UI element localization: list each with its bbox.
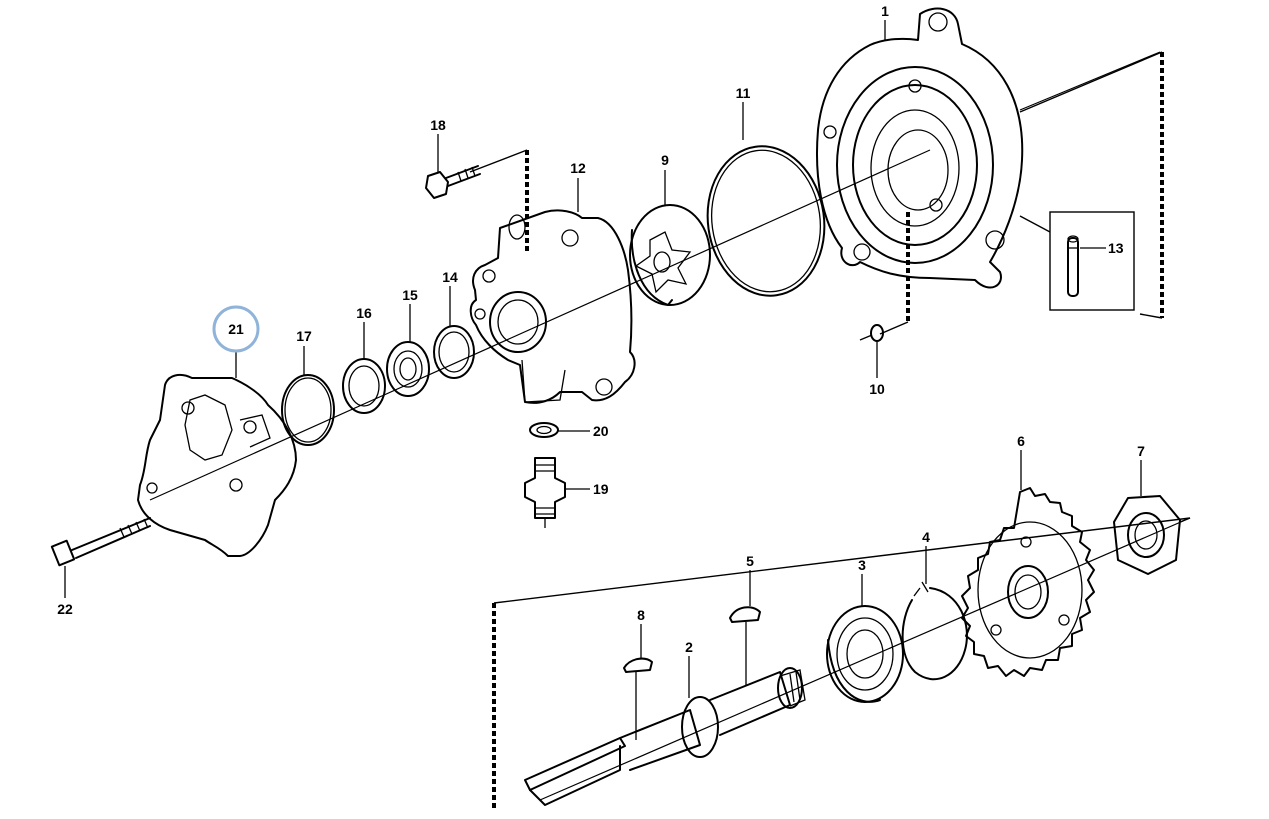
nipple-part bbox=[524, 457, 566, 528]
leader-lines bbox=[64, 20, 1142, 698]
dowel-pin-13-box bbox=[1019, 211, 1135, 311]
callout-8[interactable]: 8 bbox=[637, 607, 645, 623]
nut-part bbox=[1113, 495, 1191, 575]
callout-16[interactable]: 16 bbox=[356, 305, 372, 321]
callout-2[interactable]: 2 bbox=[685, 639, 693, 655]
o-ring-17-part bbox=[281, 374, 335, 446]
callout-18[interactable]: 18 bbox=[430, 117, 446, 133]
callout-labels: 1 11 9 12 18 14 15 16 17 21 22 10 13 20 … bbox=[57, 3, 1145, 655]
callout-14[interactable]: 14 bbox=[442, 269, 458, 285]
callout-6[interactable]: 6 bbox=[1017, 433, 1025, 449]
assembly-axis-upper bbox=[149, 149, 931, 501]
circlip-part bbox=[901, 581, 968, 681]
callout-9[interactable]: 9 bbox=[661, 152, 669, 168]
callout-11[interactable]: 11 bbox=[736, 85, 751, 101]
callout-3[interactable]: 3 bbox=[858, 557, 866, 573]
drive-shaft-part bbox=[524, 667, 806, 806]
callout-12[interactable]: 12 bbox=[570, 160, 586, 176]
callout-20[interactable]: 20 bbox=[593, 423, 609, 439]
callout-15[interactable]: 15 bbox=[402, 287, 418, 303]
seal-ring-14-part bbox=[433, 325, 475, 379]
pump-body-part bbox=[469, 209, 636, 404]
callout-22[interactable]: 22 bbox=[57, 601, 73, 617]
ball-bearing-part bbox=[826, 605, 904, 703]
key-8-part bbox=[623, 657, 653, 740]
screw-22-part bbox=[50, 517, 151, 567]
callout-5[interactable]: 5 bbox=[746, 553, 754, 569]
o-ring-large-part bbox=[706, 145, 826, 297]
key-5-part bbox=[729, 606, 761, 686]
callout-1[interactable]: 1 bbox=[881, 3, 889, 19]
callout-7[interactable]: 7 bbox=[1137, 443, 1145, 459]
callout-19[interactable]: 19 bbox=[593, 481, 609, 497]
housing-cover-part bbox=[816, 7, 1024, 289]
end-cover-part bbox=[137, 373, 297, 557]
rotor-part bbox=[629, 204, 711, 306]
lower-group-frame bbox=[492, 517, 1191, 810]
washer-part bbox=[529, 422, 559, 438]
callout-4[interactable]: 4 bbox=[922, 529, 930, 545]
bolt-18-part bbox=[425, 165, 481, 199]
assembly-axis-upper-ext bbox=[1019, 51, 1161, 111]
upper-group-frame bbox=[469, 51, 1164, 335]
pin-10-part bbox=[859, 324, 884, 342]
callout-10[interactable]: 10 bbox=[869, 381, 885, 397]
bearing-15-part bbox=[386, 341, 430, 397]
assembly-axis-lower bbox=[539, 517, 1191, 801]
callout-13[interactable]: 13 bbox=[1108, 240, 1124, 256]
seal-16-part bbox=[342, 358, 386, 414]
callout-17[interactable]: 17 bbox=[296, 328, 312, 344]
sprocket-part bbox=[961, 487, 1095, 677]
callout-21[interactable]: 21 bbox=[228, 321, 244, 337]
selected-callout-highlight bbox=[212, 305, 260, 353]
